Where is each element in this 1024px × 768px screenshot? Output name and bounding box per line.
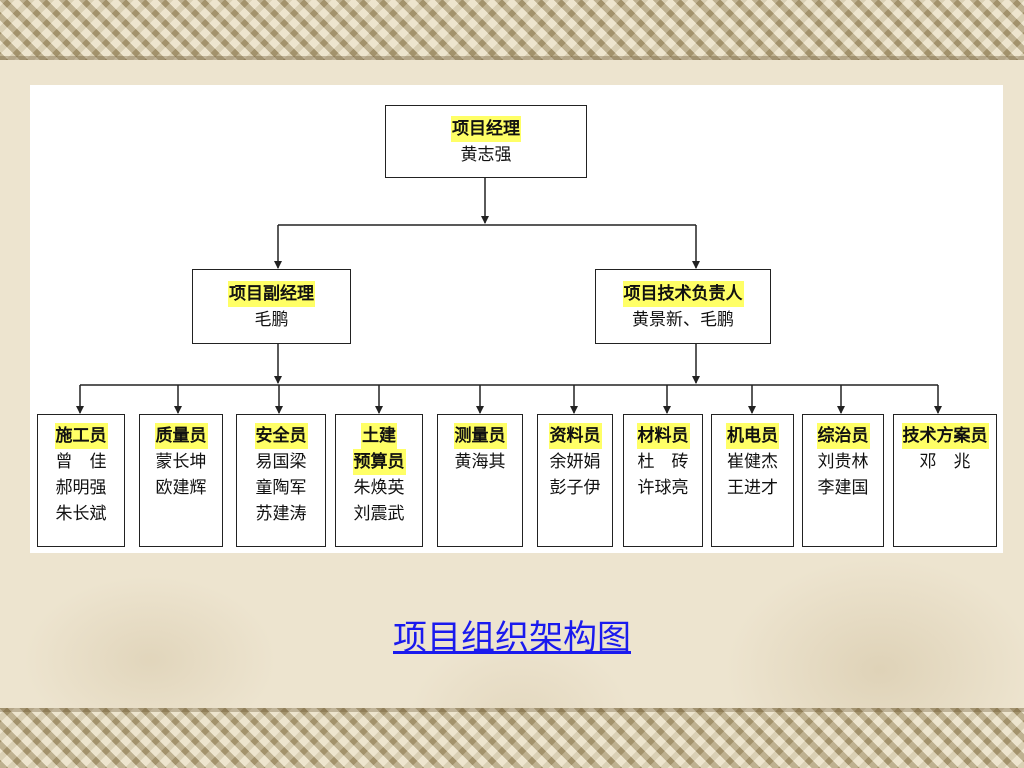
tech-lead-box: 项目技术负责人 黄景新、毛鹏 [595, 269, 771, 344]
node-role: 技术方案员 [901, 423, 989, 449]
node-name: 朱焕英 [353, 478, 405, 498]
node-role: 质量员 [154, 423, 208, 449]
node-name: 杜 砖 [637, 452, 689, 472]
decorative-bottom-border [0, 708, 1024, 768]
node-role: 项目技术负责人 [622, 280, 744, 307]
node-name: 欧建辉 [155, 478, 207, 498]
node-name: 彭子伊 [549, 478, 601, 498]
node-name: 刘震武 [353, 504, 405, 524]
node-role: 材料员 [636, 423, 690, 449]
node-name: 黄景新、毛鹏 [632, 309, 734, 330]
staff-box-construction: 施工员 曾 佳 郝明强 朱长斌 [37, 414, 125, 547]
node-name: 毛鹏 [254, 309, 289, 330]
node-name: 黄志强 [460, 144, 512, 165]
staff-box-documents: 资料员 余妍娟 彭子伊 [537, 414, 613, 547]
node-role: 项目副经理 [228, 280, 315, 307]
node-name: 崔健杰 [727, 452, 778, 472]
staff-box-tech-plan: 技术方案员 邓 兆 [893, 414, 997, 547]
connector-lines [76, 178, 942, 414]
decorative-top-border [0, 0, 1024, 60]
node-name: 朱长斌 [55, 504, 107, 524]
node-name: 易国梁 [255, 452, 307, 472]
staff-box-security: 综治员 刘贵林 李建国 [802, 414, 884, 547]
node-name: 童陶军 [255, 478, 307, 498]
node-name: 黄海其 [454, 452, 506, 472]
node-name: 曾 佳 [55, 452, 107, 472]
node-role: 项目经理 [451, 115, 521, 142]
node-role: 测量员 [453, 423, 507, 449]
node-name: 蒙长坤 [155, 452, 207, 472]
node-name: 郝明强 [55, 478, 107, 498]
staff-box-budget: 土建 预算员 朱焕英 刘震武 [335, 414, 423, 547]
staff-box-materials: 材料员 杜 砖 许球亮 [623, 414, 703, 547]
node-name: 余妍娟 [549, 452, 601, 472]
org-chart-panel: 项目经理 黄志强 项目副经理 毛鹏 项目技术负责人 黄景新、毛鹏 施工员 曾 佳… [30, 85, 1003, 553]
node-name: 邓 兆 [919, 452, 971, 472]
node-name: 刘贵林 [817, 452, 869, 472]
staff-box-survey: 测量员 黄海其 [437, 414, 523, 547]
staff-box-quality: 质量员 蒙长坤 欧建辉 [139, 414, 223, 547]
node-role: 机电员 [726, 423, 779, 449]
node-role: 施工员 [54, 423, 108, 449]
staff-box-safety: 安全员 易国梁 童陶军 苏建涛 [236, 414, 326, 547]
deputy-manager-box: 项目副经理 毛鹏 [192, 269, 351, 344]
node-name: 王进才 [727, 478, 778, 498]
node-role: 综治员 [816, 423, 870, 449]
diagram-caption-link[interactable]: 项目组织架构图 [393, 618, 631, 658]
project-manager-box: 项目经理 黄志强 [385, 105, 587, 178]
staff-box-electromechanical: 机电员 崔健杰 王进才 [711, 414, 794, 547]
node-name: 李建国 [817, 478, 869, 498]
node-role: 资料员 [548, 423, 602, 449]
node-role: 安全员 [254, 423, 308, 449]
node-name: 许球亮 [637, 478, 689, 498]
node-name: 苏建涛 [255, 504, 307, 524]
node-role-line-2: 预算员 [352, 449, 406, 475]
node-role: 土建 [361, 423, 397, 449]
